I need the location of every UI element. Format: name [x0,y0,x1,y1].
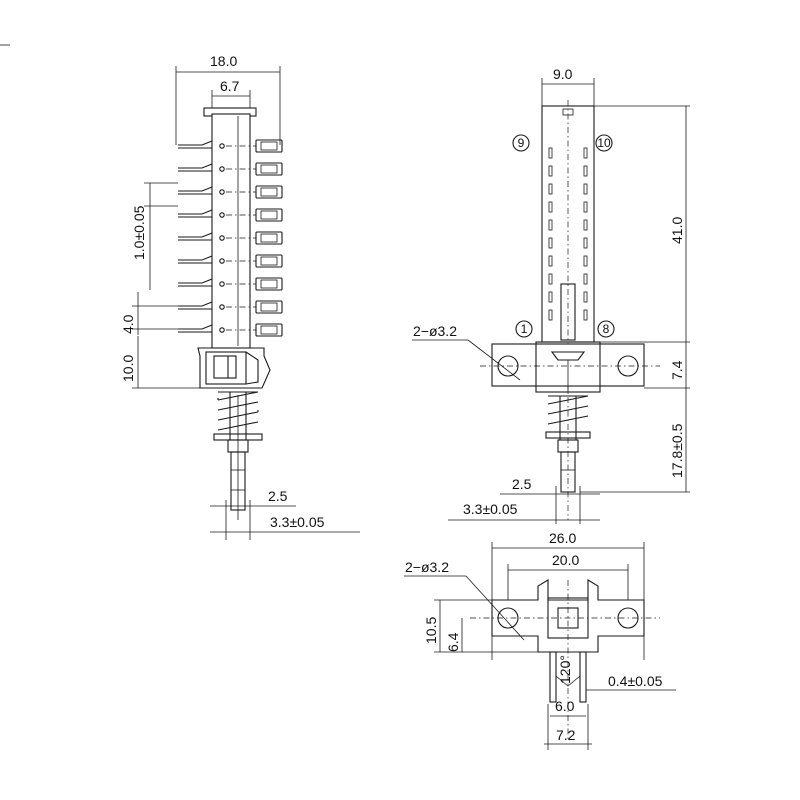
bottom-dim-overall-width: 26.0 [549,530,576,546]
side-dim-pin-offset: 4.0 [120,314,136,334]
front-view: 9.0 9 10 1 8 [412,66,690,524]
pin-marker-9 [512,134,530,152]
bottom-dim-hole-spacing: 20.0 [552,552,579,568]
bottom-dim-angle: 120° [557,655,573,684]
bottom-view: 26.0 20.0 2−ø3.2 10.5 6.4 120° 0.4±0.05 [404,530,676,750]
side-dim-stem-outer: 3.3±0.05 [270,514,325,530]
pin-marker-1 [515,320,533,338]
front-dim-stem-outer: 3.3±0.05 [463,501,518,517]
side-dim-overall-width: 18.0 [210,53,237,69]
front-dim-body-width: 9.0 [553,66,573,82]
side-dim-body-width: 6.7 [220,78,240,94]
svg-text:1: 1 [521,322,528,336]
pin-marker-8 [597,320,615,338]
front-dim-mount-holes: 2−ø3.2 [413,323,457,339]
svg-text:8: 8 [603,322,610,336]
front-contact-slots [548,147,588,321]
front-dim-stem-inner: 2.5 [512,476,532,492]
bottom-dim-outer-width: 7.2 [556,727,576,743]
side-dim-pin-pitch: 1.0±0.05 [131,205,147,260]
side-dim-stem-inner: 2.5 [268,488,288,504]
side-pin-rows [178,139,283,337]
svg-text:10: 10 [597,136,611,150]
bottom-dim-hole-height: 6.4 [445,632,461,652]
side-view: 18.0 6.7 [120,53,360,540]
bottom-dim-slot: 0.4±0.05 [608,673,663,689]
pin-marker-10 [595,134,613,152]
front-dim-body-height: 41.0 [669,217,685,244]
front-dim-stem-length: 17.8±0.5 [669,423,685,478]
front-dim-bracket-height: 7.4 [669,360,685,380]
bottom-dim-inner-width: 6.0 [555,698,575,714]
svg-text:9: 9 [518,136,525,150]
side-dim-bracket-height: 10.0 [120,355,136,382]
bottom-dim-mount-holes: 2−ø3.2 [405,559,449,575]
bottom-dim-height: 10.5 [423,617,439,644]
